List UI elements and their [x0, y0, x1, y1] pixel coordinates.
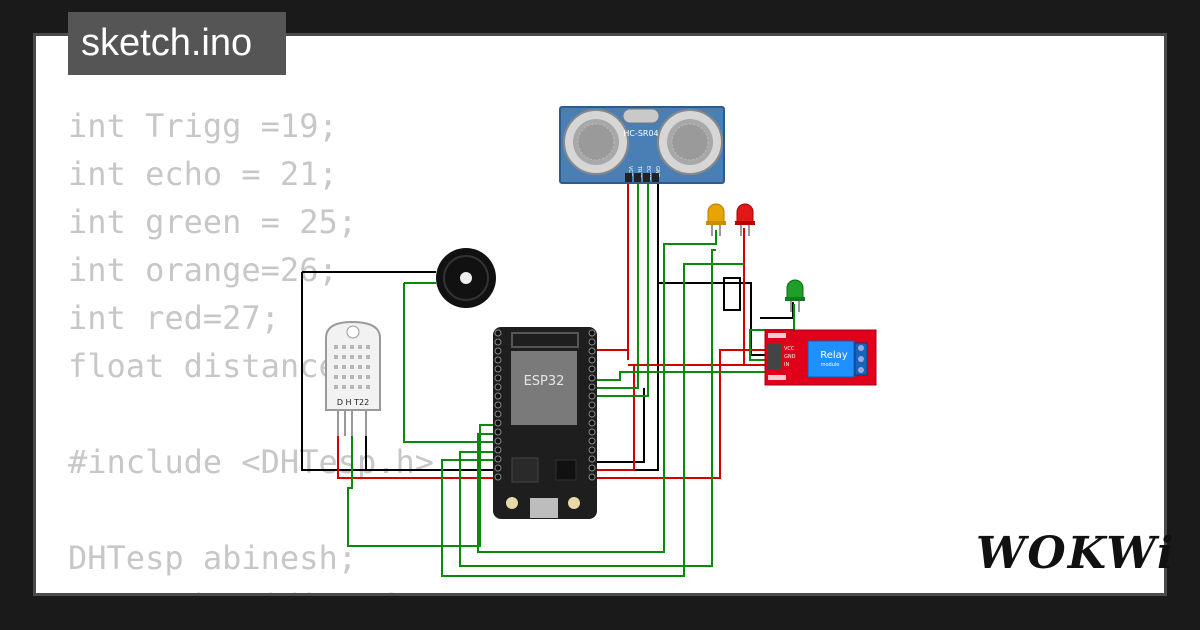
- esp32-pins-right: [588, 329, 596, 481]
- wires: [301, 178, 860, 577]
- wire-esp-gnd: [590, 388, 645, 463]
- dht-grille: [334, 345, 370, 389]
- wire-green-led-gnd: [760, 302, 794, 319]
- ultrasonic-sensor[interactable]: HC-SR04 VCC TRIG ECHO GND: [559, 106, 725, 184]
- wokwi-logo: WOKWi: [976, 528, 1176, 579]
- buzzer[interactable]: [436, 248, 496, 308]
- led-orange[interactable]: [706, 203, 726, 236]
- esp32-board[interactable]: ESP32: [493, 327, 597, 519]
- code-line: int green = 25;: [68, 203, 357, 241]
- relay-pin-gnd: GND: [784, 354, 796, 360]
- wire-esp-3v3: [590, 365, 635, 471]
- relay-pin-vcc: VCC: [784, 346, 795, 352]
- wire-red-led-sig: [441, 263, 744, 577]
- relay-label: Relay: [820, 350, 848, 361]
- file-title: sketch.ino: [68, 12, 286, 75]
- led-green[interactable]: [785, 279, 805, 312]
- hcsr-pin-gnd: GND: [654, 166, 660, 178]
- dht-label: D H T22: [337, 398, 369, 407]
- code-line: TempAndHumidity data;: [68, 582, 473, 593]
- wire-hcsr-trig: [590, 178, 639, 389]
- esp32-label: ESP32: [524, 374, 565, 389]
- code-line: int red=27;: [68, 299, 280, 337]
- wire-hcsr-echo: [590, 178, 649, 397]
- relay-module[interactable]: Relay module VCC GND IN: [764, 329, 877, 386]
- led-red[interactable]: [735, 203, 755, 236]
- relay-pin-in: IN: [784, 362, 789, 368]
- code-line: int orange=26;: [68, 251, 338, 289]
- wire-led-gnd: [723, 277, 741, 311]
- wire-dht-data: [347, 424, 498, 547]
- code-line: DHTesp abinesh;: [68, 539, 357, 577]
- relay-sublabel: module: [821, 362, 840, 368]
- wire-buzzer-to-esp: [403, 283, 498, 443]
- esp32-pins-left: [494, 329, 502, 481]
- wire-green-led: [749, 304, 795, 361]
- code-line: int echo = 21;: [68, 155, 338, 193]
- wire-led-bus: [459, 249, 716, 567]
- wire-orange-led: [477, 230, 717, 553]
- wire-dht-vcc: [337, 435, 498, 479]
- ultrasonic-label: HC-SR04: [623, 129, 658, 138]
- code-preview: int Trigg =19; int echo = 21; int green = …: [68, 102, 473, 593]
- hcsr-pin-vcc: VCC: [627, 166, 633, 177]
- dht22-sensor[interactable]: D H T22: [325, 320, 381, 436]
- code-line: int Trigg =19;: [68, 107, 338, 145]
- hcsr-pin-trig: TRIG: [636, 165, 642, 178]
